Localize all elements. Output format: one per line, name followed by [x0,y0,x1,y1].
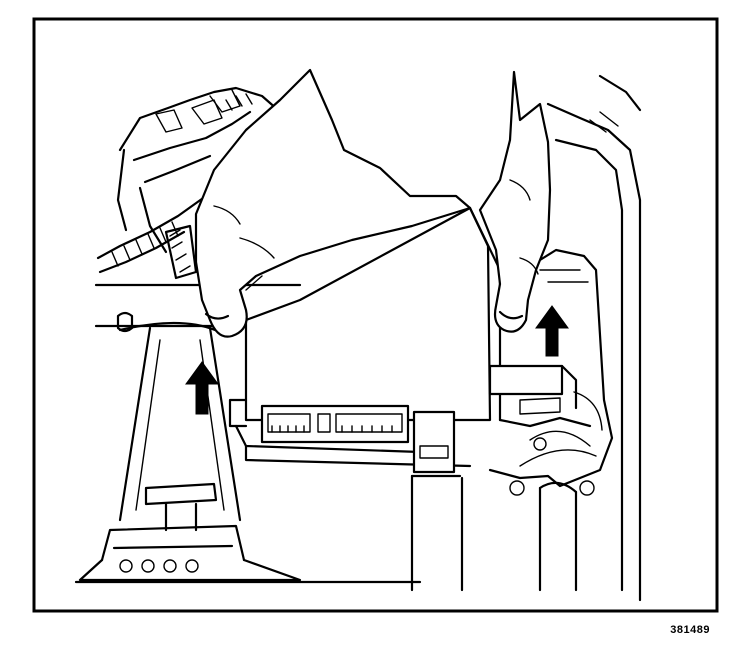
right-bracket [488,248,614,496]
right-hand [478,70,552,333]
right-lift-arrow [535,305,569,357]
center-support [410,474,464,592]
figure-number: 381489 [670,624,710,636]
illustration-frame [32,17,719,613]
seat-back [546,74,642,602]
lower-base [74,524,422,584]
left-lift-arrow [185,361,219,415]
wiring-harness [96,86,280,280]
right-post [538,481,578,592]
left-hand [194,68,472,338]
left-column [118,321,242,532]
